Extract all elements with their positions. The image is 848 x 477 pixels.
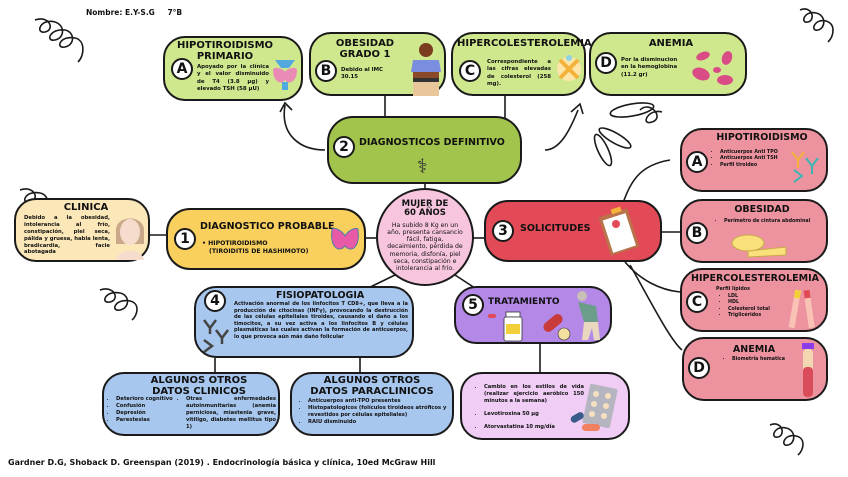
center-text: Ha subido 8 Kg en un año, presenta cansa… (387, 222, 463, 272)
letter-badge: C (459, 60, 481, 82)
sol-hipotiroidismo: A HIPOTIROIDISMO Anticuerpos Anti TPO An… (680, 128, 828, 192)
node-item: • HIPOTIROIDISMO (TIROIDITIS DE HASHIMOT… (202, 240, 309, 256)
bullet-list: Anticuerpos Anti TPO Anticuerpos Anti TS… (712, 150, 778, 169)
box-text: Debido al IMC 30.15 (341, 67, 383, 81)
letter-badge: D (595, 52, 617, 74)
fisiopatologia-node: 4 FISIOPATOLOGIA Activación anormal de l… (194, 286, 414, 358)
box-title: ANEMIA (648, 38, 694, 49)
letter-badge: D (688, 357, 710, 379)
student-grade: 7°B (167, 8, 183, 17)
node-title: TRATAMIENTO (488, 297, 560, 307)
woman-face-icon (115, 218, 145, 260)
letter-badge: C (686, 291, 708, 313)
obese-woman-icon (411, 43, 441, 96)
blood-tubes-icon (788, 289, 815, 329)
letter-badge: A (686, 151, 708, 173)
node-text: Debido a la obesidad, intolerancia al fr… (24, 215, 110, 256)
paraclinical-list: Anticuerpos anti-TPO presentes Histopato… (300, 398, 454, 426)
clipboard-icon (598, 206, 640, 256)
dx-probable-node: 1 DIAGNOSTICO PROBABLE • HIPOTIROIDISMO … (166, 208, 366, 270)
sol-hipercolesterolemia: C HIPERCOLESTEROLEMIA Perfil lípidos LDL… (680, 268, 828, 332)
node-title: DIAGNOSTICOS DEFINITIVO (359, 137, 505, 148)
step-number-badge: 4 (204, 290, 226, 312)
clinica-node: CLINICA Debido a la obesidad, intoleranc… (14, 198, 150, 262)
box-title: ANEMIA (732, 344, 776, 355)
capsule-icon (543, 314, 571, 341)
bullet-list: Biometría hematica (724, 357, 785, 363)
header: Nombre: E.Y-S.G 7°B (86, 8, 182, 17)
letter-badge: A (171, 58, 193, 80)
sol-anemia: D ANEMIA Biometría hematica (682, 337, 828, 401)
citation: Gardner D.G, Shoback D. Greenspan (2019)… (8, 458, 436, 467)
pill-bottle-icon (488, 311, 523, 342)
thyroid-icon (273, 60, 297, 90)
box-title: HIPERCOLESTEROLEMIA (457, 38, 592, 49)
box-title: HIPOTIROIDISMO (716, 132, 808, 143)
step-number-badge: 5 (462, 294, 484, 316)
student-name: Nombre: E.Y-S.G (86, 8, 155, 17)
node-text: Activación anormal de los linfocitos T C… (234, 301, 408, 341)
node-title: CLINICA (63, 202, 109, 213)
clinical-list: Deterioro cognitivo Confusión Depresión … (108, 396, 173, 424)
dx-anemia: D ANEMIA Por la disminucion en la hemogl… (589, 32, 747, 96)
bullet-list: LDL HDL Colesterol total Triglicéridos (720, 294, 770, 320)
node-title: DIAGNOSTICO PROBABLE (200, 221, 335, 232)
dx-definitivo-node: 2 DIAGNOSTICOS DEFINITIVO ⚕ (327, 116, 522, 184)
antibodies-icon (203, 319, 229, 353)
tratamiento-detalle: Cambio en los estilos de vida (realizar … (460, 372, 630, 440)
elderly-exercising-icon (577, 291, 600, 340)
node-title: FISIOPATOLOGIA (276, 290, 365, 301)
blood-tube-icon (802, 343, 814, 397)
tratamiento-node: 5 TRATAMIENTO (454, 286, 612, 344)
box-text: Apoyado por la clínica y el valor dismin… (197, 64, 269, 92)
bullet-list: Perímetro de cintura abdominal (716, 219, 810, 225)
measuring-tape-icon (731, 234, 787, 258)
antibodies-icon (791, 151, 819, 183)
box-subtitle: Perfil lípidos (716, 287, 750, 292)
thyroid-icon (331, 227, 359, 250)
box-title: HIPERCOLESTEROLEMIA (691, 273, 819, 284)
dx-hipercolesterolemia: C HIPERCOLESTEROLEMIA Correspondiente a … (451, 32, 592, 96)
box-text: Correspondiente a las cifras elevadas de… (487, 59, 551, 87)
sol-obesidad: B OBESIDAD Perímetro de cintura abdomina… (680, 199, 828, 263)
step-number-badge: 3 (492, 220, 514, 242)
pill-blister-icon (570, 384, 618, 431)
letter-badge: B (315, 60, 337, 82)
solicitudes-node: 3 SOLICITUDES (484, 200, 662, 262)
cholesterol-particle-icon (557, 55, 581, 81)
step-number-badge: 2 (333, 136, 355, 158)
box-title: OBESIDAD (734, 204, 790, 215)
caduceus-icon: ⚕ (417, 154, 428, 178)
step-number-badge: 1 (174, 228, 196, 250)
letter-badge: B (686, 222, 708, 244)
red-blood-cells-icon (692, 51, 733, 85)
node-title: SOLICITUDES (520, 223, 591, 234)
box-text: Por la disminucion en la hemoglobina (11… (621, 57, 678, 78)
treatment-list: Cambio en los estilos de vida (realizar … (476, 384, 584, 431)
autoimmune-list: Otras enfermedades autoinmunitarias (ane… (178, 396, 276, 431)
